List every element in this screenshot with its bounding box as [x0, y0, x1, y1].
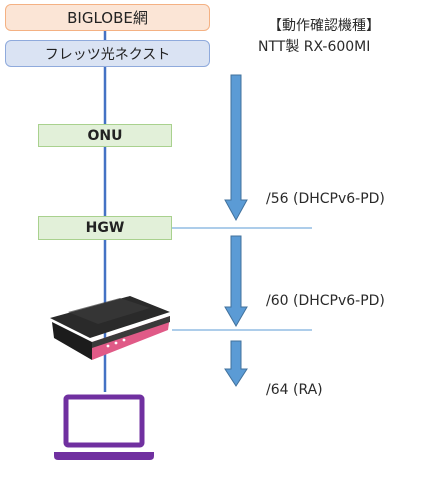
tested-device-model: NTT製 RX-600MI [258, 39, 371, 55]
arrow-down-icon [224, 235, 248, 327]
hgw-node-box: HGW [38, 216, 172, 240]
delegation-label-64: /64 (RA) [266, 382, 323, 398]
delegation-label-60: /60 (DHCPv6-PD) [266, 293, 385, 309]
network-label: フレッツ光ネクスト [44, 46, 171, 63]
isp-node-box: BIGLOBE網 [5, 4, 210, 31]
laptop-icon [54, 394, 154, 460]
tested-device-heading: 【動作確認機種】 [268, 18, 380, 34]
arrow-down-icon [224, 340, 248, 387]
onu-label: ONU [87, 127, 123, 144]
router-icon [50, 296, 170, 360]
network-node-box: フレッツ光ネクスト [5, 40, 210, 67]
isp-label: BIGLOBE網 [67, 9, 148, 27]
hgw-label: HGW [85, 220, 125, 236]
delegation-label-56: /56 (DHCPv6-PD) [266, 191, 385, 207]
arrow-down-icon [224, 74, 248, 222]
onu-node-box: ONU [38, 124, 172, 147]
